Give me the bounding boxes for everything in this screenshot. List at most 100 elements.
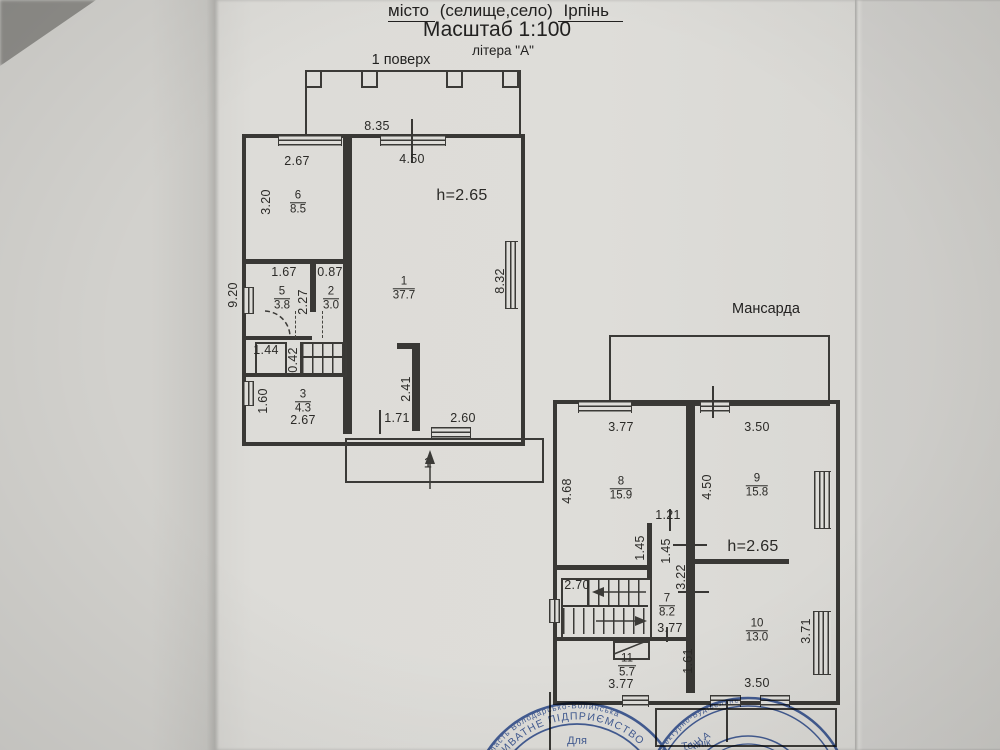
dimension-tick <box>669 509 671 531</box>
dimension-tick <box>726 700 728 742</box>
room5-label: 5 3.8 <box>274 285 290 312</box>
city-label: місто <box>388 1 436 22</box>
city-hint: (селище,село) <box>439 1 553 20</box>
dimension-tick <box>673 544 707 546</box>
room10-label: 10 13.0 <box>745 617 769 644</box>
dimension-tick <box>666 627 668 642</box>
dim-stairs-width: 2.70 <box>564 578 590 592</box>
window-hatch <box>380 135 446 146</box>
stairs-mid-line <box>300 356 343 358</box>
entrance-mark: 1 <box>423 454 433 472</box>
wall <box>647 523 652 578</box>
dim-room8-width: 3.77 <box>608 420 634 434</box>
letter-note: літера "А" <box>472 43 534 58</box>
dim-room10-width: 3.50 <box>744 676 770 690</box>
dim-corridor-top: 1.21 <box>655 508 681 522</box>
dim-shaft-width: 0.42 <box>286 347 300 373</box>
plan2-stairs-box <box>561 578 652 639</box>
window-hatch <box>622 695 649 707</box>
terrace-column <box>305 70 322 88</box>
dim-corridor-width: 1.71 <box>384 411 410 425</box>
dim-room1-depth: 8.32 <box>493 268 507 294</box>
dim-corridor-depth: 2.41 <box>399 376 413 402</box>
dim-room3-depth: 1.60 <box>256 388 270 414</box>
room7-label: 7 8.2 <box>659 592 675 619</box>
window-hatch <box>278 135 342 146</box>
terrace-column <box>361 70 378 88</box>
dim-room2-width: 0.87 <box>317 265 343 279</box>
room3-label: 3 4.3 <box>295 388 311 415</box>
header-line: місто (селище,село) Ірпінь <box>388 1 623 22</box>
wall <box>246 336 312 340</box>
plan2-title: Мансарда <box>732 301 800 317</box>
dim-room8-depth: 4.68 <box>560 478 574 504</box>
room6-label: 6 8.5 <box>290 189 306 216</box>
dim-nook-depth: 1.45 <box>633 535 647 561</box>
door-opening-dash <box>295 311 296 338</box>
dim-bottom-right: 2.60 <box>450 411 476 425</box>
window-hatch <box>505 241 518 309</box>
plan2-lower-annex-outline <box>655 708 837 747</box>
dim-room6-depth: 3.20 <box>259 189 273 215</box>
plan1-porch-outline <box>345 438 544 483</box>
plan2-stairs-lower-flight <box>563 608 646 634</box>
window-hatch <box>243 381 254 406</box>
dim-room5-depth: 2.27 <box>296 289 310 315</box>
window-hatch <box>549 599 560 623</box>
wall <box>412 343 420 431</box>
left-page-edge <box>0 0 215 750</box>
dimension-tick <box>712 386 714 418</box>
window-hatch <box>760 695 790 707</box>
height-note-plan1: h=2.65 <box>436 187 488 204</box>
plan1-stairs <box>300 342 347 377</box>
dim-left-total: 9.20 <box>226 282 240 308</box>
room11-label: 11 5.7 <box>618 652 636 679</box>
plan1-title: 1 поверх <box>371 52 431 68</box>
right-page-edge <box>855 0 1000 750</box>
height-note-plan2: h=2.65 <box>727 538 779 555</box>
dim-top-width: 8.35 <box>364 119 390 133</box>
dimension-tick <box>411 119 413 163</box>
window-hatch <box>700 401 730 413</box>
dim-room3-width: 2.67 <box>290 413 316 427</box>
edge-line <box>549 692 551 750</box>
room8-label: 8 15.9 <box>609 475 633 502</box>
dimension-tick <box>379 410 381 434</box>
plan2-building-outline <box>553 400 840 705</box>
window-hatch <box>431 427 471 439</box>
wall <box>343 138 352 434</box>
wall <box>686 404 695 693</box>
terrace-column <box>446 70 463 88</box>
wall <box>397 343 420 349</box>
window-hatch <box>578 401 632 413</box>
dim-wc-width: 1.44 <box>253 343 279 357</box>
window-hatch <box>243 287 254 314</box>
dim-hall-width: 3.77 <box>657 621 683 635</box>
wall <box>246 373 346 377</box>
room9-label: 9 15.8 <box>745 472 769 499</box>
dim-gap-depth: 1.61 <box>681 648 695 674</box>
wall <box>557 565 650 570</box>
plan1-terrace-outline <box>305 70 521 138</box>
dim-room6-width: 2.67 <box>284 154 310 168</box>
wall <box>310 262 316 312</box>
door-opening-dash <box>322 311 323 338</box>
wall <box>695 559 789 564</box>
dim-room9-width: 3.50 <box>744 420 770 434</box>
dim-corridor-depth: 1.45 <box>659 538 673 564</box>
dim-room1-width: 4.50 <box>399 152 425 166</box>
room2-label: 2 3.0 <box>323 285 339 312</box>
city-value: Ірпінь <box>557 1 623 22</box>
dim-room5-width: 1.67 <box>271 265 297 279</box>
dim-room9-depth: 4.50 <box>700 474 714 500</box>
plan2-stairs-upper-flight <box>588 580 646 606</box>
window-hatch <box>814 471 831 529</box>
plan1-wc-box <box>255 342 287 377</box>
dim-room11-width: 3.77 <box>608 677 634 691</box>
wall <box>557 637 690 641</box>
stairs-mid-line <box>561 605 648 607</box>
stairs-edge-line <box>587 580 589 606</box>
scale-title: Масштаб 1:100 <box>422 18 572 41</box>
dimension-tick <box>678 591 709 593</box>
